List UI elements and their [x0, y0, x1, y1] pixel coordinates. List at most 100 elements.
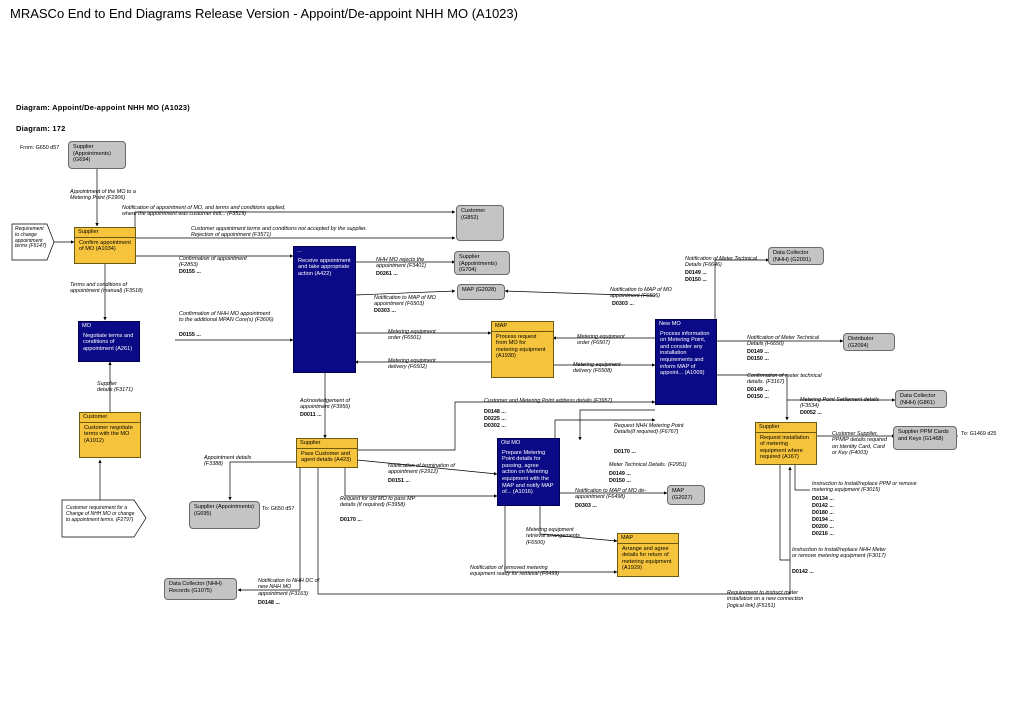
flow-f6499: Notification of removed metering equipme…	[470, 565, 559, 578]
code-f3167-0: D0149 ...	[747, 387, 769, 393]
activity-a1016[interactable]: Old MO Prepare Metering Point details fo…	[497, 438, 560, 506]
trigger-shape-f5147	[11, 223, 55, 261]
flow-f3519: Notification of appointment of MO, and t…	[122, 205, 286, 218]
external-customer-g852[interactable]: Customer (G852)	[456, 205, 504, 241]
trigger-shape-f2797	[61, 499, 147, 538]
activity-a1034-role: Supplier	[75, 228, 135, 238]
flow-f6501: Metering equipment order (F6501)	[388, 329, 436, 342]
activity-a1016-text: Prepare Metering Point details for passi…	[502, 449, 554, 496]
flow-f3401: NHH MO rejects the appointment (F3401)	[376, 257, 427, 270]
activity-a1930-text: Process request from MO for metering equ…	[496, 333, 546, 360]
diagram-name: Diagram: Appoint/De-appoint NHH MO (A102…	[16, 103, 190, 112]
external-distributor-g2094[interactable]: Distributor (G2094)	[843, 333, 895, 351]
activity-a1034[interactable]: Supplier Confirm appointment of MO (A103…	[74, 227, 136, 264]
code-f3957-0: D0148 ...	[484, 409, 506, 415]
activity-a167[interactable]: Supplier Request installation of meterin…	[755, 422, 817, 465]
external-map-g2027[interactable]: MAP (G2027)	[667, 485, 705, 505]
external-data-collector-g861[interactable]: Data Collector (NHH) (G861)	[895, 390, 947, 408]
activity-a1009-text: Process information on Metering Point, a…	[660, 330, 710, 377]
ref-to-g1469: To: G1469 d25	[961, 431, 997, 437]
code-f3958: D0170 ...	[340, 517, 362, 523]
flow-f3957: Customer and Metering Point address deta…	[484, 398, 613, 404]
flow-f3534: Metering Point Settlement details (F3534…	[800, 397, 880, 410]
activity-a261[interactable]: MO Negotiate terms and conditions of app…	[78, 321, 140, 362]
link-f6506	[504, 289, 656, 297]
external-data-collector-g1075[interactable]: Data Collector (NHH) Records (G1075)	[164, 578, 237, 600]
flow-f6646: Notification of Meter Technical Details …	[685, 256, 758, 269]
flow-f3606: Confirmation of NHH MO appointment to th…	[179, 311, 274, 324]
link-f3957	[357, 400, 656, 451]
flow-f3956: Acknowledgement of appointment (F3956)	[300, 398, 351, 411]
code-f3015-1: D0142 ...	[812, 503, 834, 509]
activity-a1929[interactable]: MAP Arrange and agree details for return…	[617, 533, 679, 577]
link-f6503	[354, 289, 456, 296]
activity-a261-text: Negotiate terms and conditions of appoin…	[83, 332, 134, 352]
activity-a423[interactable]: Supplier Pass Customer and agent details…	[296, 438, 358, 468]
activity-a422-text: Receive appointment and take appropriate…	[298, 257, 351, 277]
code-f3534: D0052 ...	[800, 410, 822, 416]
link-f2912	[356, 459, 498, 476]
code-f6767: D0170 ...	[614, 449, 636, 455]
flow-f3388: Appointment details (F3388)	[204, 455, 252, 468]
activity-a1009-role: New MO	[659, 321, 681, 327]
flow-f4003: Customer Supplier, PPMIP details require…	[832, 431, 887, 456]
flow-f5151: Requirement to instruct meter installati…	[727, 590, 804, 609]
code-f6498: D0303 ...	[575, 503, 597, 509]
flow-f6500: Metering equipment retrieval arrangement…	[526, 527, 580, 546]
activity-a167-role: Supplier	[756, 423, 816, 433]
flow-f6767: Request NHH Metering Point Details(if re…	[614, 423, 684, 436]
flow-f3518: Terms and conditions of appointment (man…	[70, 282, 143, 295]
activity-a1012-text: Customer negotiate terms with the MO (A1…	[84, 424, 133, 444]
link-f3163	[237, 468, 301, 592]
flow-f3167: Confirmation of meter technical details.…	[747, 373, 822, 386]
activity-a1016-role: Old MO	[501, 440, 521, 446]
trigger-f2797: Customer requirement for a Change of NHH…	[66, 505, 135, 523]
code-f3015-3: D0194 ...	[812, 517, 834, 523]
code-f3015-4: D0200 ...	[812, 524, 834, 530]
flow-f3958: Request for old MO to pass MP details (i…	[340, 496, 416, 509]
activity-a1930[interactable]: MAP Process request from MO for metering…	[491, 321, 554, 378]
code-f6650-0: D0149 ...	[747, 349, 769, 355]
external-data-collector-g2091[interactable]: Data Collector (NHH) (G2091)	[768, 247, 824, 265]
activity-a1012[interactable]: Customer Customer negotiate terms with t…	[79, 412, 141, 458]
flow-f3015: Instruction to Install/replace PPM or re…	[812, 481, 917, 494]
ref-to-g650: To: G650 d57	[262, 506, 295, 512]
link-f5151	[317, 466, 792, 595]
activity-a423-text: Pass Customer and agent details (A423)	[301, 450, 352, 464]
activity-a261-role: MO	[82, 323, 92, 329]
external-supplier-g695[interactable]: Supplier (Appointments) (G695)	[189, 501, 260, 529]
code-f3957-2: D0302 ...	[484, 423, 506, 429]
activity-a422[interactable]: ... Receive appointment and take appropr…	[293, 246, 356, 373]
external-supplier-g694[interactable]: Supplier (Appointments) (G694)	[68, 141, 126, 169]
code-f2951-1: D0150 ...	[609, 478, 631, 484]
external-map-g2028[interactable]: MAP (G2028)	[457, 284, 505, 300]
code-f6646-1: D0150 ...	[685, 277, 707, 283]
flow-f6508: Metering equipment delivery (F6508)	[573, 362, 621, 375]
activity-a1930-role: MAP	[492, 322, 553, 332]
flow-f6650: Notification of Meter Technical Details …	[747, 335, 820, 348]
flow-f2912: Notification of termination of appointme…	[388, 463, 455, 476]
activity-a1009[interactable]: New MO Process information on Metering P…	[655, 319, 717, 405]
flow-f6503: Notification to MAP of MO appointment (F…	[374, 295, 436, 308]
flow-f3571: Customer appointment terms and condition…	[191, 226, 367, 239]
link-f3388	[228, 461, 297, 501]
flow-f2853: Confirmation of appointment (F2853)	[179, 256, 247, 269]
activity-a1929-role: MAP	[618, 534, 678, 544]
flow-f2906: Appointment of the MO to a Metering Poin…	[70, 189, 136, 202]
flow-f3171: Supplier details (F3171)	[97, 381, 133, 394]
link-f3015	[794, 464, 810, 491]
code-f2853: D0155 ...	[179, 269, 201, 275]
link-f6499	[504, 506, 618, 574]
ref-from-g650: From: G650 d57	[20, 145, 60, 151]
code-f3015-0: D0134 ...	[812, 496, 834, 502]
activity-a422-role: ...	[297, 248, 302, 254]
flow-f6507: Metering equipment order (F6507)	[577, 334, 625, 347]
code-f3163: D0148 ...	[258, 600, 280, 606]
link-f3017	[779, 464, 790, 561]
code-f2951-0: D0149 ...	[609, 471, 631, 477]
flow-f2951: Meter Technical Details. (F2951)	[609, 462, 687, 468]
external-supplier-g704[interactable]: Supplier (Appointments) (G704)	[454, 251, 510, 275]
code-f3401: D0261 ...	[376, 271, 398, 277]
external-ppm-cards-g1468[interactable]: Supplier PPM Cards and Keys (G1468)	[893, 426, 957, 450]
